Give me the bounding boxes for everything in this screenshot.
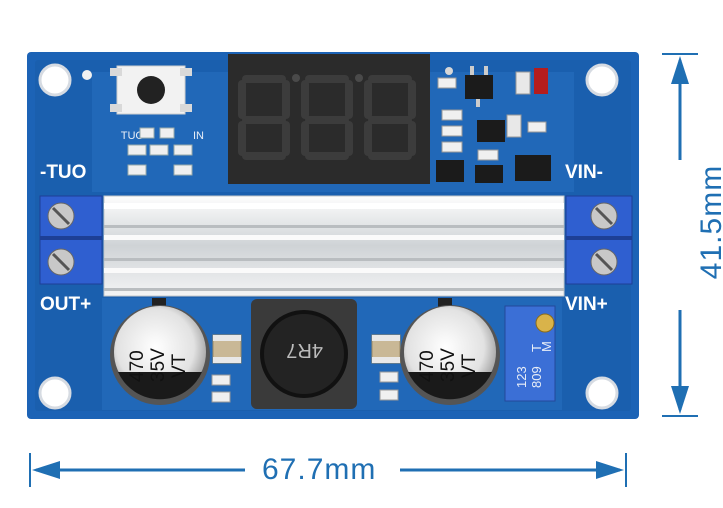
- cap-left-line3: VT: [169, 353, 190, 378]
- display-dp: [292, 74, 300, 82]
- smd-capacitor: [371, 334, 401, 364]
- mounting-hole: [38, 376, 72, 410]
- smd-components-left: [127, 127, 193, 176]
- heatsink: [103, 195, 565, 297]
- label-in-small: IN: [193, 130, 204, 142]
- inductor: 4R7: [251, 299, 357, 409]
- capacitor-right: 470 35V VT: [400, 298, 500, 405]
- label-out-plus: OUT+: [40, 294, 91, 315]
- mounting-holes: [38, 63, 619, 410]
- smd-resistors: [211, 371, 399, 403]
- cap-right-line3: VT: [459, 353, 480, 378]
- mounting-hole: [585, 376, 619, 410]
- display-dp: [355, 74, 363, 82]
- trimpot-marking-3: T: [529, 344, 544, 352]
- mounting-hole: [38, 63, 72, 97]
- height-dimension-label: 41.5mm: [695, 164, 723, 280]
- label-out-small: OUT: [121, 130, 145, 142]
- inductor-marking: 4R7: [286, 339, 323, 361]
- height-dimension: [662, 53, 698, 417]
- trimpot-marking-4: M: [539, 341, 554, 352]
- trimpot-marking-2: 809: [529, 366, 544, 388]
- cap-right-line1: 470: [417, 350, 438, 382]
- cap-left-line1: 470: [127, 350, 148, 382]
- cap-left-line2: 35V: [148, 348, 169, 382]
- width-dimension-label: 67.7mm: [262, 453, 377, 486]
- label-vin-minus: VIN-: [565, 162, 603, 183]
- smd-capacitor: [212, 334, 242, 364]
- capacitor-left: 470 35V VT: [110, 298, 210, 405]
- smd-components-right: [436, 66, 551, 183]
- tactile-switch: [110, 65, 192, 115]
- display-digits: [238, 75, 416, 160]
- mounting-hole: [585, 63, 619, 97]
- pad-dot: [445, 67, 453, 75]
- power-led: [82, 70, 92, 80]
- trimpot: 123 809 T M: [504, 305, 556, 402]
- label-out-minus: -TUO: [40, 162, 86, 183]
- label-vin-plus: VIN+: [565, 294, 608, 315]
- terminal-block-input: [565, 195, 633, 285]
- width-dimension: [29, 453, 627, 487]
- cap-right-line2: 35V: [438, 348, 459, 382]
- terminal-block-output: [39, 195, 103, 285]
- trimpot-marking-1: 123: [514, 366, 529, 388]
